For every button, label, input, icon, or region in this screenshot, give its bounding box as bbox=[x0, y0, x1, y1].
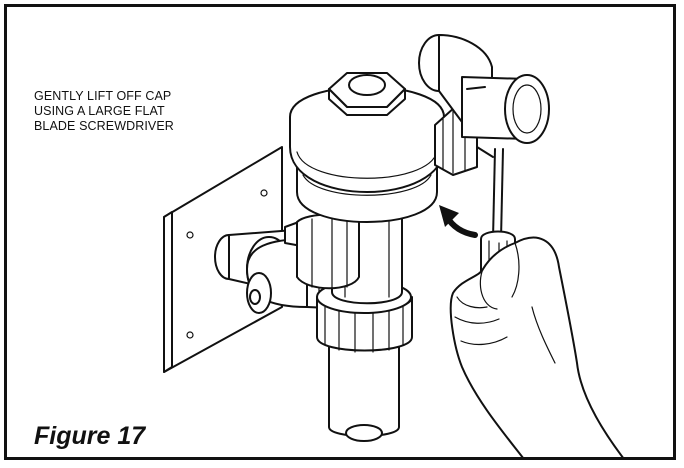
instruction-text: GENTLY LIFT OFF CAP USING A LARGE FLAT B… bbox=[34, 89, 174, 134]
lift-arrow-icon bbox=[439, 205, 478, 238]
instruction-line-2: USING A LARGE FLAT bbox=[34, 104, 165, 118]
instruction-line-3: BLADE SCREWDRIVER bbox=[34, 119, 174, 133]
figure-caption: Figure 17 bbox=[34, 422, 146, 450]
valve-body bbox=[296, 211, 403, 305]
instruction-line-1: GENTLY LIFT OFF CAP bbox=[34, 89, 172, 103]
tailpiece bbox=[316, 280, 413, 442]
hand bbox=[449, 236, 624, 457]
handle-assembly bbox=[418, 34, 550, 176]
flushometer-illustration bbox=[163, 34, 624, 457]
valve-cap bbox=[289, 72, 445, 223]
figure-frame: GENTLY LIFT OFF CAP USING A LARGE FLAT B… bbox=[4, 4, 676, 460]
